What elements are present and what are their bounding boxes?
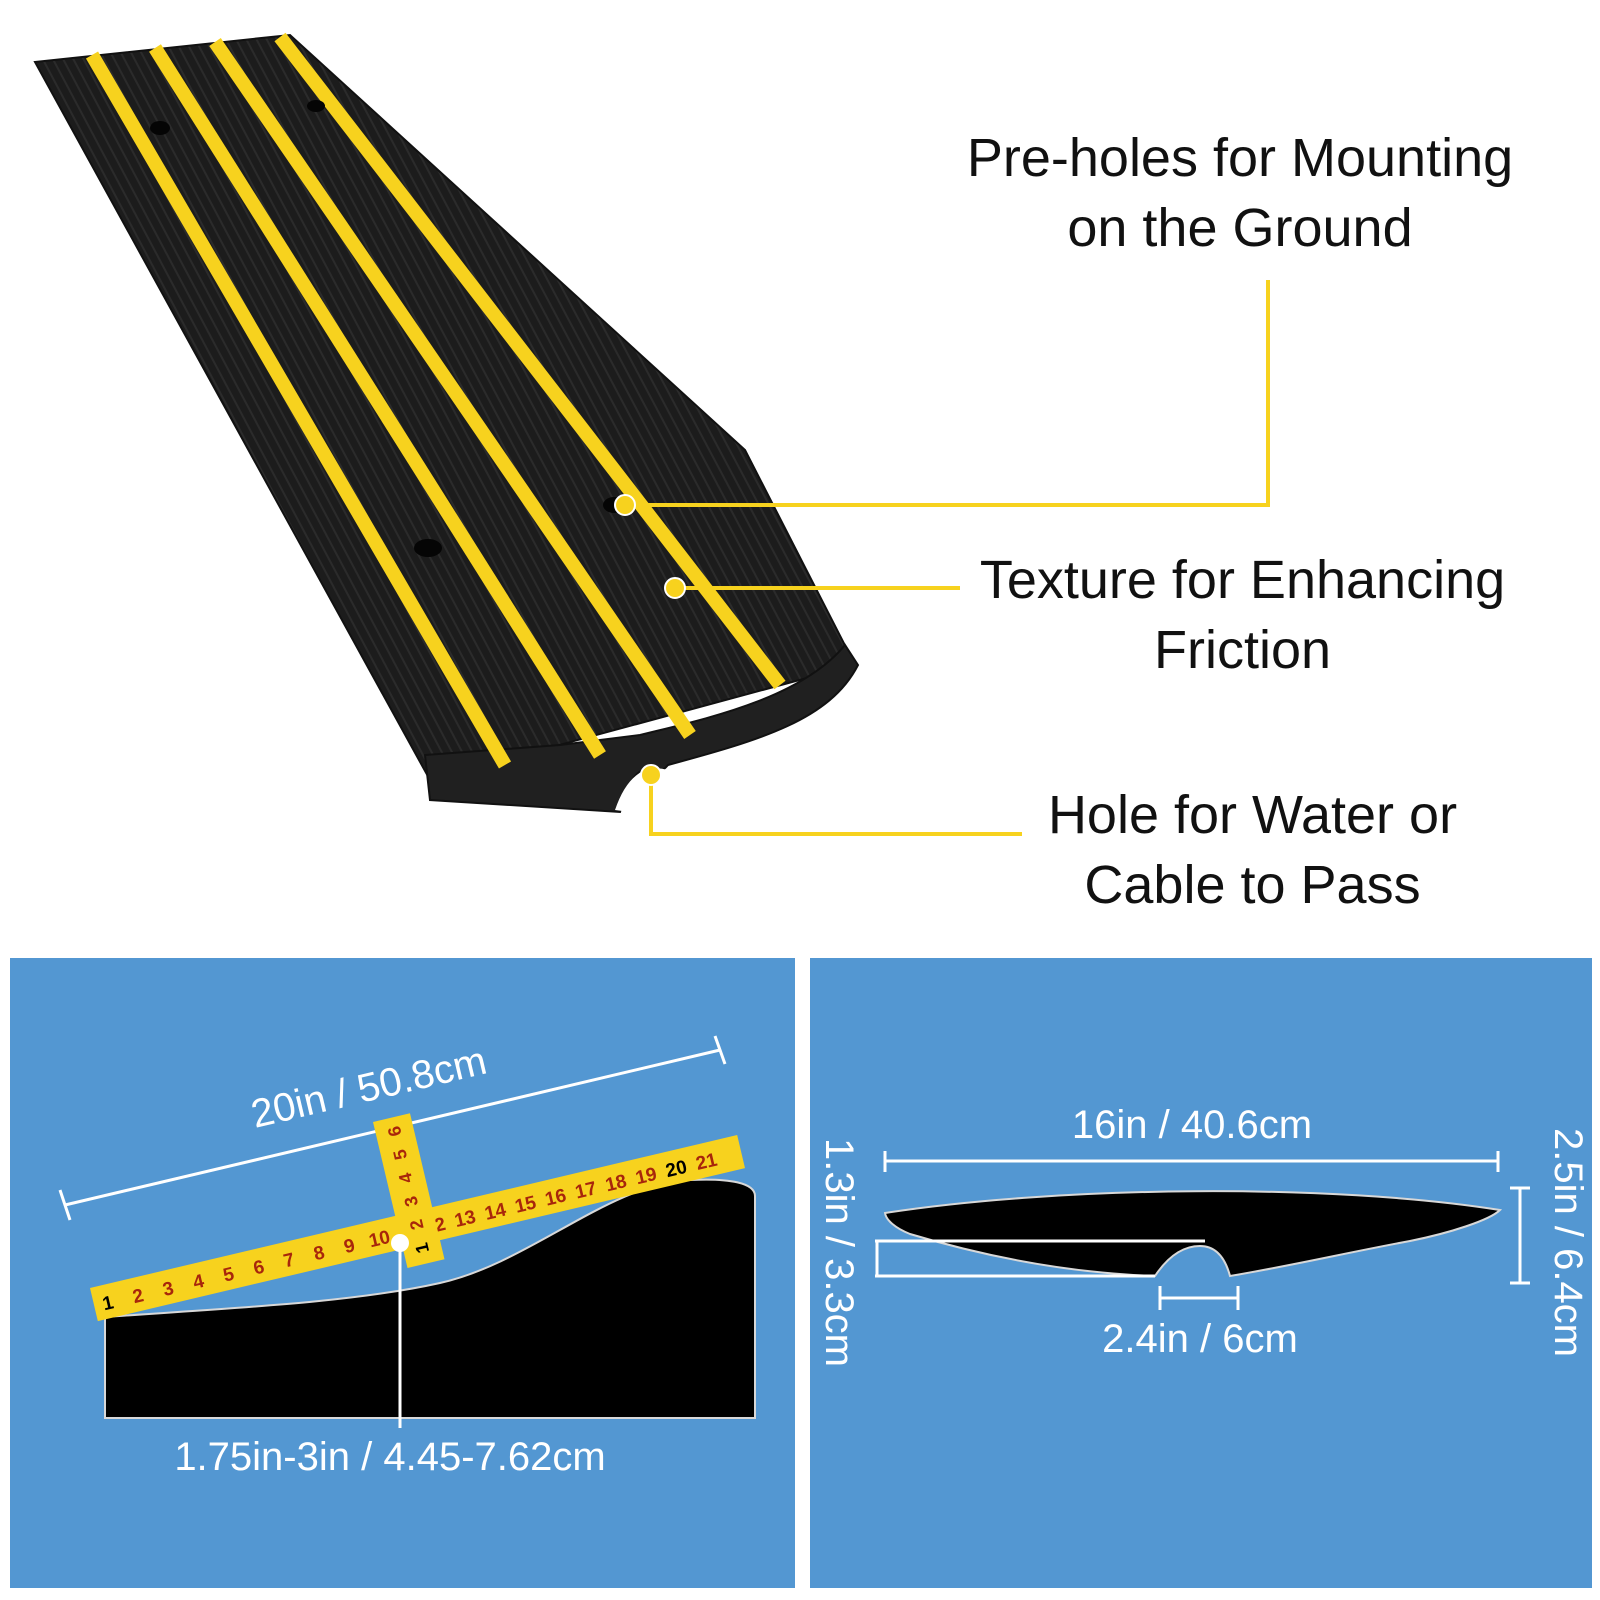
ruler-h-label-19: 19 — [634, 1164, 659, 1189]
width-label: 16in / 40.6cm — [1072, 1103, 1312, 1147]
callout-mounting-line1: Pre-holes for Mounting — [966, 128, 1514, 188]
callout-dot-mounting — [614, 494, 636, 516]
ruler-h-label-14: 14 — [483, 1199, 509, 1224]
ruler-h-label-15: 15 — [513, 1192, 539, 1217]
height-label: 1.75in-3in / 4.45-7.62cm — [174, 1435, 605, 1479]
callout-cable-line2: Cable to Pass — [1084, 855, 1421, 915]
ruler-h-label-2: 2 — [131, 1285, 146, 1308]
callout-dot-texture — [664, 577, 686, 599]
callout-line-cable-hole — [649, 775, 1022, 836]
callout-mounting-holes: Pre-holes for Mounting on the Ground — [940, 123, 1540, 263]
side-view-panel: 20in / 50.8cm 12345678910121314151617181… — [10, 958, 795, 1588]
callout-cable-hole: Hole for Water or Cable to Pass — [985, 780, 1520, 920]
ruler-h-label-13: 13 — [453, 1207, 478, 1232]
yellow-stripe-3 — [209, 38, 696, 739]
ramp-top-surface — [33, 33, 857, 782]
callout-texture: Texture for Enhancing Friction — [945, 545, 1540, 685]
mounting-hole-3 — [414, 539, 442, 557]
ruler-h-label-6: 6 — [251, 1257, 266, 1280]
callout-texture-line2: Friction — [1153, 620, 1332, 680]
yellow-stripe-1 — [85, 51, 512, 769]
height-marker-dot — [391, 1234, 409, 1252]
ruler-v-label-6: 6 — [384, 1124, 406, 1138]
ruler-h-label-10: 10 — [367, 1227, 392, 1252]
callout-cable-line1: Hole for Water or — [1047, 785, 1458, 845]
ruler-vertical — [373, 1113, 445, 1268]
height-dimension — [1510, 1186, 1530, 1285]
callout-line-mounting — [625, 280, 1270, 507]
side-view-silhouette — [104, 1178, 756, 1419]
ruler-v-label-4: 4 — [395, 1171, 417, 1185]
ruler-v-label-2: 2 — [406, 1218, 428, 1232]
yellow-stripe-2 — [149, 44, 606, 759]
ruler-h-label-18: 18 — [603, 1171, 628, 1196]
ruler-h-label-20: 20 — [664, 1157, 689, 1182]
height-label-right: 2.5in / 6.4cm — [1546, 1128, 1590, 1357]
ruler-h-label-3: 3 — [161, 1278, 176, 1301]
callout-dot-cable-hole — [640, 764, 662, 786]
channel-height-label: 1.3in / 3.3cm — [817, 1138, 861, 1367]
ruler-h-label-17: 17 — [573, 1178, 598, 1203]
yellow-stripe-4 — [274, 32, 786, 690]
channel-width-dimension — [1158, 1286, 1240, 1310]
mounting-hole-1 — [150, 121, 170, 135]
profile-view-panel: 16in / 40.6cm 2.5in / 6.4cm 1.3in / 3.3c… — [810, 958, 1592, 1588]
ruler-v-label-1: 1 — [411, 1241, 433, 1255]
ruler-h-label-16: 16 — [543, 1185, 568, 1210]
ruler-v-label-5: 5 — [389, 1147, 411, 1161]
width-dimension — [883, 1151, 1500, 1172]
ruler-h-label-21: 21 — [694, 1150, 720, 1175]
callout-texture-line1: Texture for Enhancing — [979, 550, 1506, 610]
ruler-h-label-7: 7 — [282, 1250, 297, 1273]
ruler-h-label-8: 8 — [312, 1242, 327, 1265]
channel-height-dimension — [875, 1239, 1205, 1278]
channel-width-label: 2.4in / 6cm — [1102, 1317, 1298, 1361]
ramp-product-illustration — [33, 32, 1270, 836]
ruler-v-label-3: 3 — [400, 1194, 422, 1208]
mounting-hole-2 — [307, 100, 325, 112]
callout-mounting-line2: on the Ground — [1067, 198, 1413, 258]
ruler-h-label-9: 9 — [342, 1235, 357, 1258]
profile-silhouette — [883, 1190, 1503, 1278]
